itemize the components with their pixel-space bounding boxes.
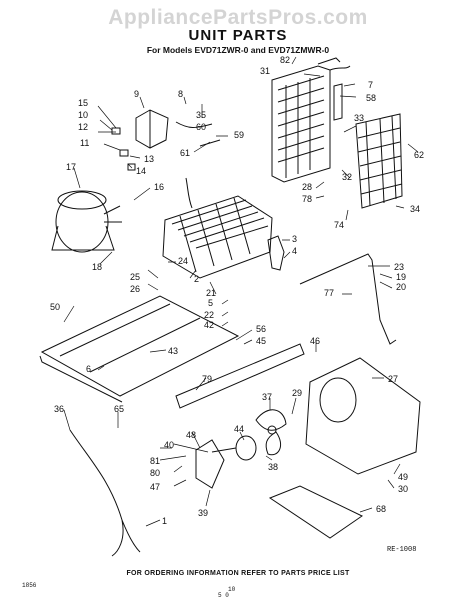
callout-24: 24 — [178, 256, 188, 266]
callout-49: 49 — [398, 472, 408, 482]
callout-58: 58 — [366, 93, 376, 103]
callout-17: 17 — [66, 162, 76, 172]
callout-61: 61 — [180, 148, 190, 158]
wiring-harness — [69, 429, 141, 557]
defrost-heater-lead — [175, 121, 213, 128]
callout-33: 33 — [354, 113, 364, 123]
callout-4: 4 — [292, 246, 297, 256]
callout-28: 28 — [302, 182, 312, 192]
callout-80: 80 — [150, 468, 160, 478]
relay-bracket — [135, 109, 169, 149]
mounting-bracket — [267, 235, 285, 271]
callout-59: 59 — [234, 130, 244, 140]
callout-62: 62 — [414, 150, 424, 160]
callout-40: 40 — [164, 440, 174, 450]
callout-31: 31 — [260, 66, 270, 76]
callout-47: 47 — [150, 482, 160, 492]
callout-30: 30 — [398, 484, 408, 494]
callout-79: 79 — [202, 374, 212, 384]
callout-18: 18 — [92, 262, 102, 272]
callout-10: 10 — [78, 110, 88, 120]
fan-blade — [255, 409, 287, 456]
callout-39: 39 — [198, 508, 208, 518]
base-rail — [175, 343, 305, 409]
callout-32: 32 — [342, 172, 352, 182]
callout-46: 46 — [310, 336, 320, 346]
callout-68: 68 — [376, 504, 386, 514]
callout-9: 9 — [134, 89, 139, 99]
callout-65: 65 — [114, 404, 124, 414]
callout-21: 21 — [206, 288, 216, 298]
compressor — [51, 190, 122, 253]
callout-2: 2 — [194, 274, 199, 284]
callout-25: 25 — [130, 272, 140, 282]
callout-50: 50 — [50, 302, 60, 312]
callout-37: 37 — [262, 392, 272, 402]
model-subtitle: For Models EVD71ZWR-0 and EVD71ZMWR-0 — [146, 45, 330, 55]
callout-77: 77 — [324, 288, 334, 298]
callout-26: 26 — [130, 284, 140, 294]
fan-shroud — [305, 357, 421, 475]
callout-42: 42 — [204, 320, 214, 330]
callout-29: 29 — [292, 388, 302, 398]
callout-82: 82 — [280, 55, 290, 65]
bottom-mark: 5 0 — [218, 592, 229, 599]
callout-34: 34 — [410, 204, 420, 214]
callout-16: 16 — [154, 182, 164, 192]
thermostat-probe — [199, 139, 221, 147]
rear-condenser-grid — [355, 113, 403, 209]
callout-11: 11 — [80, 138, 89, 148]
callout-38: 38 — [268, 462, 278, 472]
page-mark: 10 — [228, 586, 236, 593]
callout-35: 35 — [196, 110, 206, 120]
callout-20: 20 — [396, 282, 406, 292]
callout-48: 48 — [186, 430, 196, 440]
callout-56: 56 — [256, 324, 266, 334]
callout-81: 81 — [150, 456, 160, 466]
callout-22: 22 — [204, 310, 214, 320]
callout-15: 15 — [78, 98, 88, 108]
callout-43: 43 — [168, 346, 178, 356]
drain-tube — [299, 253, 397, 345]
callout-44: 44 — [234, 424, 244, 434]
small-clips — [111, 127, 136, 171]
ordering-note: FOR ORDERING INFORMATION REFER TO PARTS … — [126, 570, 350, 577]
watermark: AppliancePartsPros.com — [108, 6, 368, 29]
callout-27: 27 — [388, 374, 398, 384]
callout-14: 14 — [136, 166, 146, 176]
callout-23: 23 — [394, 262, 404, 272]
callout-12: 12 — [78, 122, 88, 132]
condenser-tube — [329, 65, 351, 71]
callout-3: 3 — [292, 234, 297, 244]
callout-13: 13 — [144, 154, 154, 164]
callout-6: 6 — [86, 364, 91, 374]
callout-19: 19 — [396, 272, 406, 282]
callout-78: 78 — [302, 194, 312, 204]
motor-bracket — [195, 439, 225, 489]
leader-lines — [63, 56, 419, 527]
base-frame — [39, 295, 240, 403]
page-title: UNIT PARTS — [188, 27, 288, 44]
callout-60: 60 — [196, 122, 206, 132]
callout-1: 1 — [162, 516, 167, 526]
page-code: 1856 — [22, 582, 37, 589]
fan-motor — [211, 435, 257, 461]
callout-36: 36 — [54, 404, 64, 414]
reference-code: RE-1008 — [387, 546, 417, 554]
drain-pan — [268, 485, 363, 539]
callout-5: 5 — [208, 298, 213, 308]
callout-8: 8 — [178, 89, 183, 99]
condenser-coil — [271, 57, 341, 183]
callout-74: 74 — [334, 220, 344, 230]
callout-labels: 82 31 7 58 9 8 35 60 59 15 10 12 11 13 1… — [50, 55, 424, 526]
callout-45: 45 — [256, 336, 266, 346]
callout-7: 7 — [368, 80, 373, 90]
left-duct — [333, 83, 343, 121]
